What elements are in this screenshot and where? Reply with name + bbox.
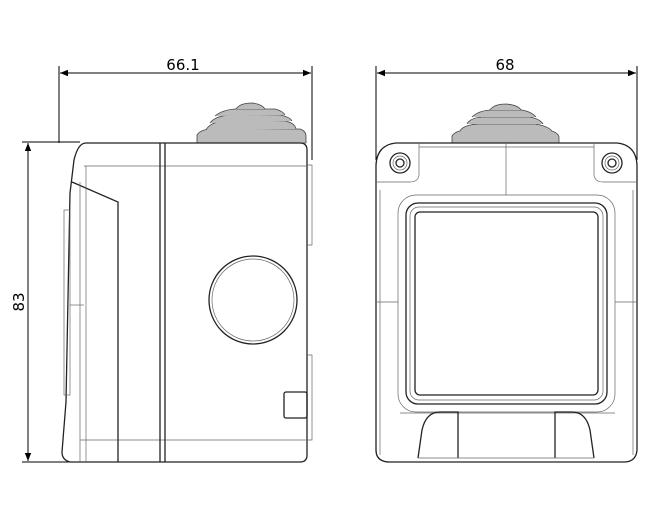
side-height-label: 83: [10, 292, 28, 311]
front-view: 68: [375, 56, 638, 463]
latch: [283, 391, 308, 419]
side-width-label: 66.1: [166, 56, 199, 74]
side-width-dimension: 66.1: [58, 56, 313, 160]
front-width-dimension: 68: [375, 56, 638, 160]
side-height-dimension: 83: [10, 141, 80, 463]
screw-left: [389, 152, 411, 174]
window: [414, 211, 599, 396]
window-frame: [397, 194, 616, 413]
knockout-hole: [208, 255, 298, 345]
cable-gland: [196, 102, 307, 144]
front-width-label: 68: [495, 56, 514, 74]
screw-right: [601, 152, 623, 174]
cable-gland: [451, 103, 560, 144]
side-view: 66.1 83: [10, 56, 313, 463]
